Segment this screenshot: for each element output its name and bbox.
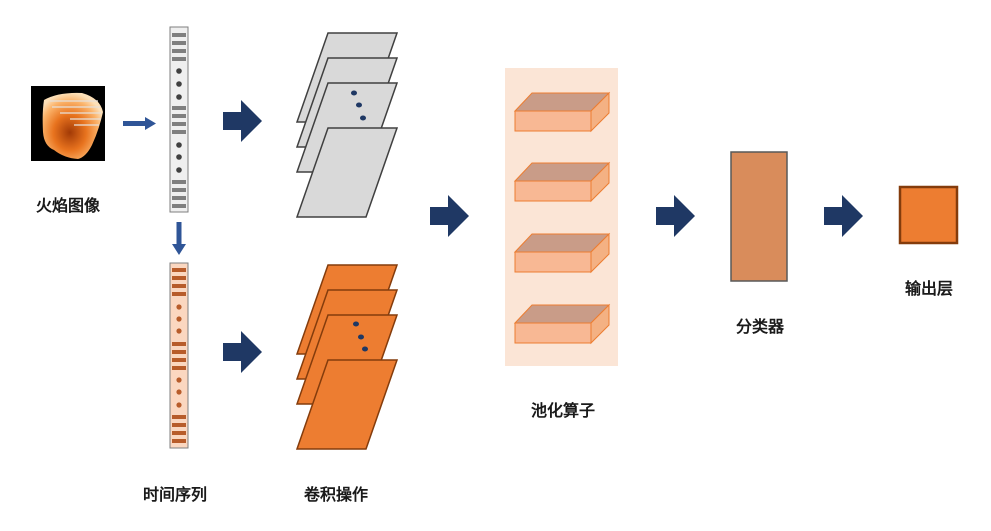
- arrow-right-icon: [223, 331, 262, 373]
- pooling-block: [513, 232, 611, 274]
- arrow-right-icon: [824, 195, 863, 237]
- flame-image-label: 火焰图像: [35, 196, 101, 215]
- arrow-down-icon: [172, 222, 186, 255]
- grey-feature-maps: [295, 32, 399, 218]
- time-series-label: 时间序列: [142, 485, 208, 504]
- pooling-label: 池化算子: [530, 401, 596, 420]
- output-label: 输出层: [904, 279, 954, 298]
- classifier-label: 分类器: [735, 317, 785, 336]
- orange-feature-maps: [295, 264, 399, 450]
- pooling-block: [513, 303, 611, 345]
- arrow-right-icon: [223, 100, 262, 142]
- convolution-label: 卷积操作: [303, 485, 369, 504]
- orange-sequence-strip: [169, 262, 189, 449]
- arrow-right-icon: [123, 117, 156, 130]
- arrow-right-icon: [430, 195, 469, 237]
- classifier-block: [730, 151, 788, 282]
- pooling-block: [513, 161, 611, 203]
- output-block: [898, 185, 959, 245]
- ellipsis-dots: [351, 90, 366, 121]
- ellipsis-dots: [353, 321, 368, 352]
- pooling-block: [513, 91, 611, 133]
- grey-sequence-strip: [169, 26, 189, 213]
- flame-image-icon: [31, 86, 105, 161]
- arrow-right-icon: [656, 195, 695, 237]
